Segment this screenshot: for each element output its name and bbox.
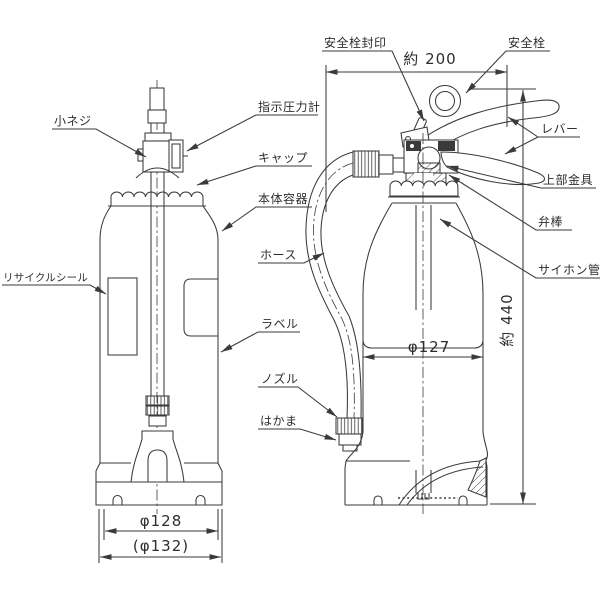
label-area [183,278,218,337]
left-view [95,80,223,514]
body-walls-s [362,294,484,432]
gauge-stem-neck [150,123,165,133]
hose-collar [378,154,394,175]
label-small-screw: 小ネジ [54,114,92,128]
leader-recycle-seal [2,284,107,295]
tube-collar [148,415,167,427]
leader-pressure-gauge [186,114,318,152]
leader-upper-fitting [446,165,596,189]
label-lever: レバー [541,122,579,136]
leader-label [220,331,300,353]
pressure-gauge-face [171,143,181,169]
label-valve-stem: 弁棒 [538,214,563,229]
shoulder-left [99,205,112,241]
text-labels: 小ネジ 指示圧力計 キャップ 本体容器 ホース リサイクルシール ラベル ノズル… [3,35,600,555]
dim-200-text: 約 200 [403,50,456,68]
nozzle-collar [338,433,362,446]
skirt-outline [95,462,223,506]
right-view [305,84,560,514]
label-cap: キャップ [258,151,308,165]
siphon-tube-lines [415,205,432,310]
hose-neck [392,157,405,173]
label-label-sticker: ラベル [261,317,299,331]
safety-pin-ring-inner [434,90,456,112]
pressure-gauge-body [168,139,184,173]
valve-section-right [438,141,455,151]
section-wedge-hatch [467,457,487,498]
dimension-lines [98,65,536,563]
label-siphon-tube: サイホン管 [538,262,600,277]
recycle-seal-area [107,277,138,356]
label-hose: ホース [260,248,297,262]
hose-centerline [313,162,355,419]
shoulder-right-s [455,202,484,295]
label-recycle-seal: リサイクルシール [3,272,88,284]
tube-knurl-1 [145,395,170,406]
bottom-dome-outer [398,460,481,506]
leader-lever-lower [504,136,539,155]
leader-hose [258,252,325,264]
ext-base [98,509,223,563]
skirt-notches [112,494,206,505]
label-upper-fitting: 上部金具 [543,172,593,187]
hose-inner-edge [320,174,362,419]
operating-lever [440,151,546,186]
leader-cap [196,165,312,186]
gauge-stem-mid [147,109,167,124]
tube-knurl-2 [145,405,170,416]
valve-dot [410,144,414,148]
hose-knurl-fitting [352,150,380,178]
shoulder-right [202,205,219,241]
skirt-notches-s [373,495,468,505]
hose-fill [305,152,362,418]
valve-dome [135,167,180,179]
leader-small-screw [52,128,147,158]
valve-stem-hatch [417,162,441,174]
body-walls [99,240,219,463]
label-safety-pin: 安全栓 [508,35,546,50]
gauge-stem-top [149,87,165,111]
dim-132-text: (φ132) [133,537,189,555]
neck-flange [388,196,460,204]
leader-valve-stem [448,174,572,231]
leader-hakama [258,428,337,441]
nozzle-knurl [335,417,363,435]
leader-lines [2,50,600,441]
base-channel [415,470,432,500]
bracket-arch [147,449,168,482]
hose-outer-edge [305,151,354,419]
label-body-container: 本体容器 [258,191,308,206]
leader-body-container [221,206,312,232]
leader-siphon-tube [439,218,600,279]
shoulder-left-s [362,202,393,295]
label-safety-pin-seal: 安全栓封印 [324,35,387,50]
dim-128-text: φ128 [140,512,183,530]
valve-collar [144,132,172,142]
leader-safety-pin-seal [322,50,425,122]
dim-440-text: 約 440 [498,293,516,346]
dim-127-text: φ127 [408,338,451,356]
label-pressure-gauge: 指示圧力計 [258,99,321,114]
nozzle-bracket [130,430,185,483]
leader-safety-pin [465,50,550,94]
internal-tube [150,172,165,396]
label-hakama: はかま [260,414,298,428]
neck-crown [389,180,459,197]
cap-crown [110,191,204,207]
label-nozzle: ノズル [261,371,299,386]
leader-nozzle [258,386,338,418]
